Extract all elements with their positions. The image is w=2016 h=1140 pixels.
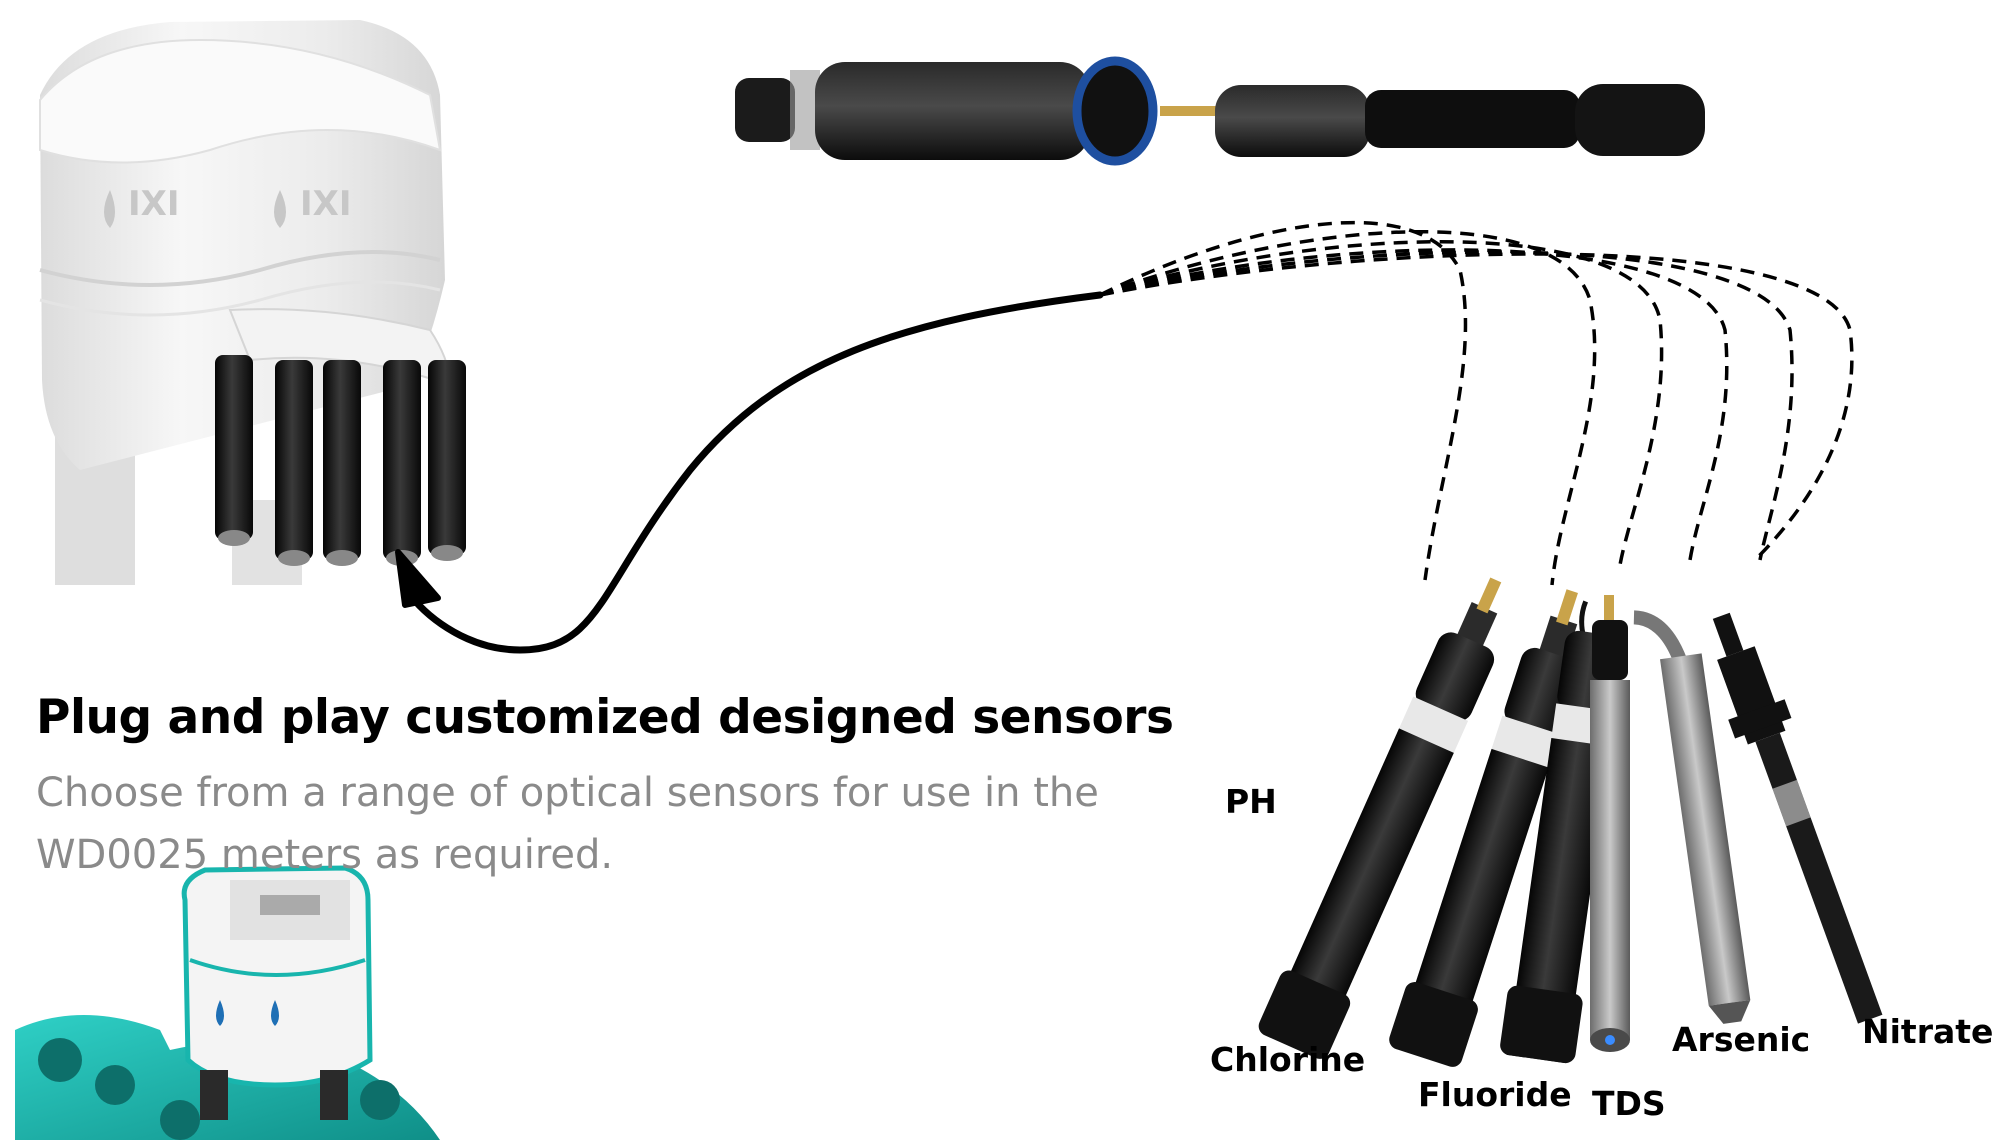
probe-ph (1258, 577, 1502, 1059)
svg-text:IXI: IXI (300, 184, 352, 224)
inserted-probes (215, 355, 466, 566)
label-ph: PH (1225, 782, 1277, 821)
sensor-connector-assembly (735, 56, 1705, 166)
headline: Plug and play customized designed sensor… (36, 690, 1174, 745)
dashed-cable-icon (1099, 220, 1854, 586)
label-nitrate: Nitrate (1862, 1012, 1994, 1051)
water-meter-device-large: IXI IXI (39, 20, 466, 585)
water-meter-device-small (15, 865, 440, 1140)
sensor-probes (1258, 577, 1883, 1067)
curved-arrow-icon (395, 291, 1104, 654)
label-chlorine: Chlorine (1210, 1040, 1366, 1079)
idrop-logo: IXI IXI (104, 184, 352, 228)
label-arsenic: Arsenic (1672, 1020, 1811, 1059)
label-fluoride: Fluoride (1418, 1075, 1572, 1114)
probe-nitrate (1712, 612, 1883, 1024)
probe-chlorine (1389, 589, 1579, 1067)
subtext: Choose from a range of optical sensors f… (36, 770, 1099, 878)
svg-text:IXI: IXI (128, 184, 180, 224)
probe-tds (1590, 595, 1630, 1052)
label-tds: TDS (1592, 1084, 1666, 1123)
probe-arsenic (1633, 610, 1751, 1024)
